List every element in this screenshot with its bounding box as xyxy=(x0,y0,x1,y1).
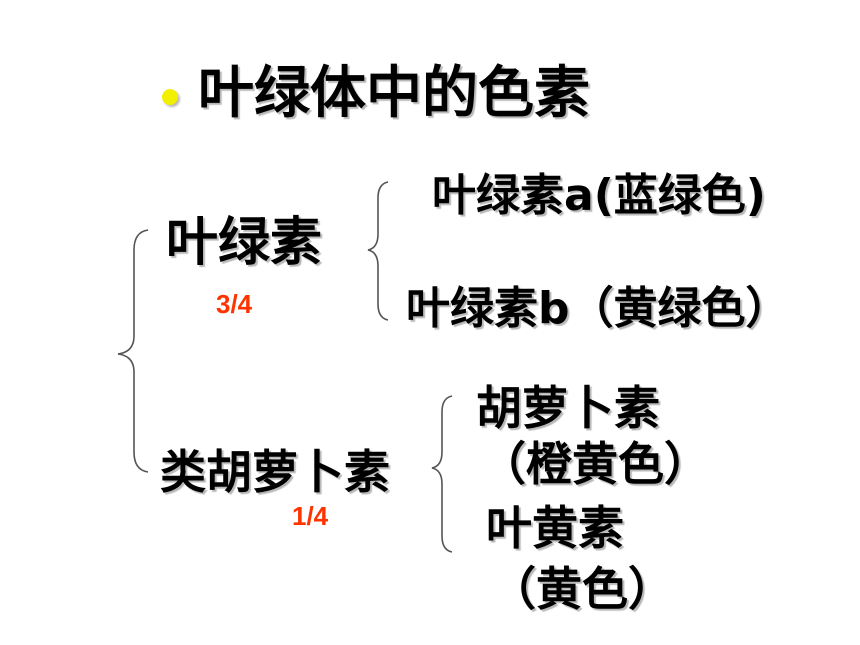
node-chlorophyll: 叶绿素 xyxy=(166,213,323,273)
ratio-carotenoid: 1/4 xyxy=(292,501,329,531)
chlorophyll-brace xyxy=(367,181,389,321)
node-chlorophyll-b: 叶绿素b（黄绿色） xyxy=(406,283,790,334)
carotenoid-brace xyxy=(431,395,453,553)
node-chlorophyll-a: 叶绿素a(蓝绿色) xyxy=(432,170,766,221)
bullet-dot xyxy=(162,89,178,105)
ratio-chlorophyll: 3/4 xyxy=(216,289,253,319)
node-carotene-name: 胡萝卜素 xyxy=(476,381,660,435)
node-xanthophyll-name: 叶黄素 xyxy=(486,501,624,555)
slide-title: 叶绿体中的色素 xyxy=(198,61,590,126)
main-brace xyxy=(117,229,149,473)
node-xanthophyll-color: （黄色） xyxy=(490,562,674,616)
node-carotenoid: 类胡萝卜素 xyxy=(160,445,390,499)
node-carotene-color: （橙黄色） xyxy=(480,437,710,491)
